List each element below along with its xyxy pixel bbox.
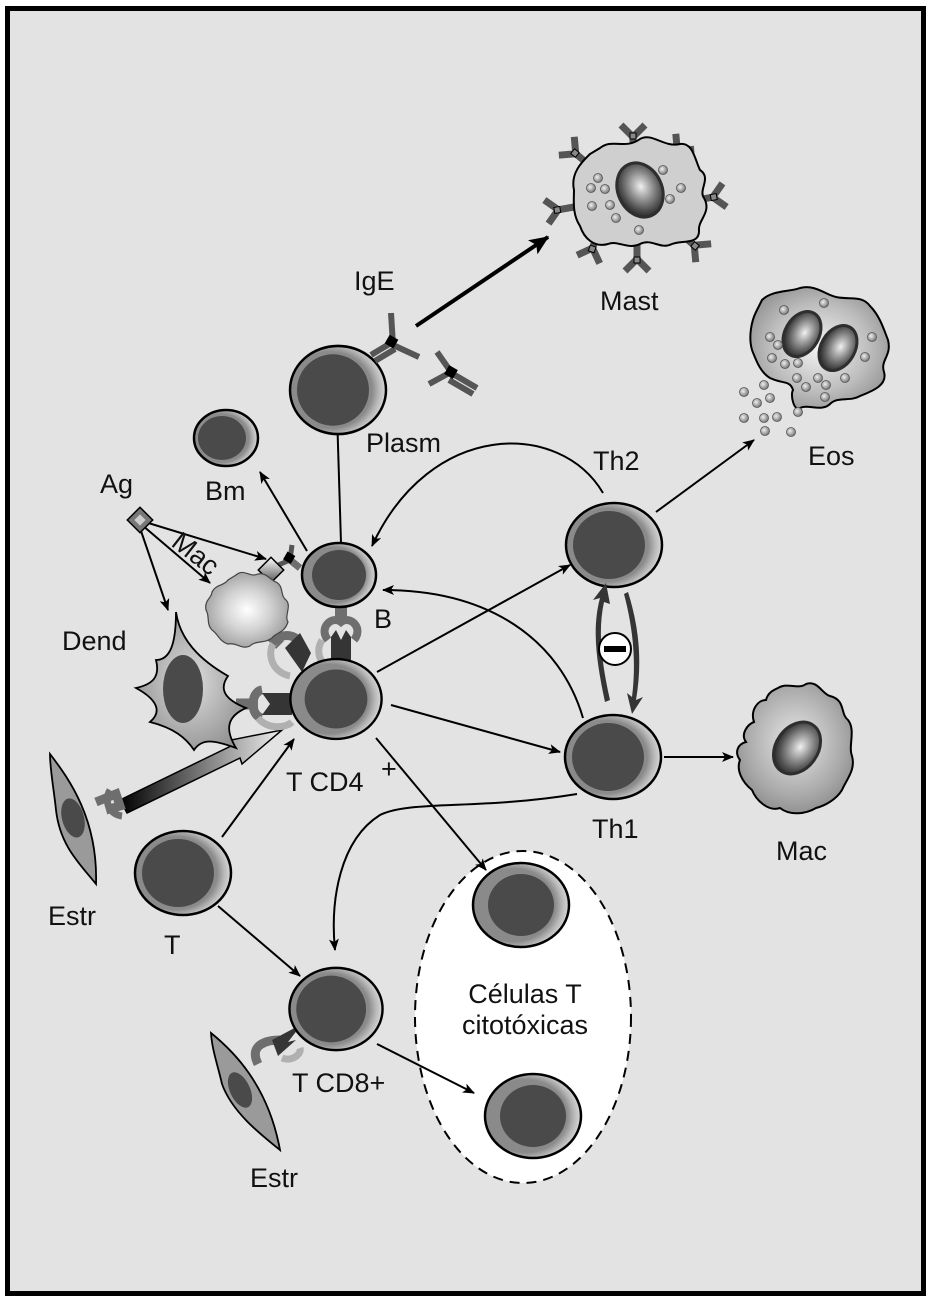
arrow-th2-to-b (371, 442, 604, 547)
arrow-t-to-tcd4 (221, 738, 295, 838)
arrow-ag-to-dend (139, 527, 170, 611)
antigen (126, 506, 154, 534)
arrow-th1-to-b (382, 585, 584, 719)
inhibition-arrow-up (593, 583, 610, 702)
label-cytotoxic-line2: citotóxicas (462, 1010, 588, 1040)
label-t-cd8: T CD8+ (292, 1068, 385, 1098)
memory-b-cell (192, 408, 260, 468)
mast-granules (586, 165, 686, 235)
th2-cell (564, 501, 664, 589)
naive-t-cell (133, 829, 233, 917)
mast-nucleus (615, 161, 665, 219)
label-b: B (374, 604, 392, 634)
label-plasm: Plasm (366, 428, 441, 458)
mutual-inhibition (593, 583, 643, 714)
arrow-t-to-tcd8 (217, 905, 301, 977)
arrows (139, 235, 755, 1094)
label-cytotoxic-line1: Células T (468, 979, 582, 1009)
label-t-cd4: T CD4 (286, 767, 364, 797)
macrophage (736, 682, 854, 815)
label-t: T (164, 930, 181, 960)
th1-cell (563, 713, 663, 801)
label-mast: Mast (600, 286, 659, 316)
t-cd8-cell (288, 966, 384, 1052)
arrow-th1-to-tcd8 (328, 793, 578, 951)
b-cell (300, 541, 378, 609)
eosinophil (739, 286, 890, 437)
label-ige: IgE (354, 266, 395, 296)
label-eos: Eos (808, 441, 855, 471)
cytotoxic-t-cell-2 (483, 1072, 583, 1160)
arrow-tcd4-to-ctl1 (375, 737, 487, 871)
mac-nucleus (771, 720, 823, 776)
arrow-tcd4-to-th2 (376, 564, 571, 673)
cytotoxic-t-cell-1 (471, 861, 571, 949)
macrophage-apc (205, 571, 289, 648)
label-th2: Th2 (593, 446, 640, 476)
plasma-cell (288, 344, 388, 436)
label-t-cd4-sup: + (381, 754, 397, 784)
arrow-tcd8-to-ctl2 (376, 1043, 475, 1094)
stromal-cell-top (49, 751, 126, 887)
label-ag: Ag (100, 469, 133, 499)
arrow-ige-to-mast (414, 235, 550, 328)
stromal-cell-bottom (209, 1024, 304, 1153)
inhibition-arrow-down (624, 592, 643, 714)
dendritic-cell (133, 611, 249, 752)
ige-antibody-bound (369, 312, 421, 364)
t-cd4-cell (289, 657, 383, 741)
label-estr-top: Estr (48, 901, 96, 931)
arrow-ag-to-b (144, 521, 267, 561)
minus-icon (604, 646, 626, 652)
label-estr-bottom: Estr (250, 1163, 298, 1193)
arrow-tcd4-to-th1 (390, 704, 561, 754)
label-bm: Bm (205, 476, 246, 506)
label-th1: Th1 (592, 814, 639, 844)
ige-antibody-free (427, 350, 479, 397)
arrow-th2-to-eos (655, 439, 755, 513)
eos-granules (739, 298, 877, 437)
label-mac: Mac (776, 836, 827, 866)
arrow-ag-to-mac (141, 524, 211, 584)
mast-cell (544, 125, 726, 271)
label-dend: Dend (62, 626, 127, 656)
arrow-b-to-bm (259, 471, 308, 552)
